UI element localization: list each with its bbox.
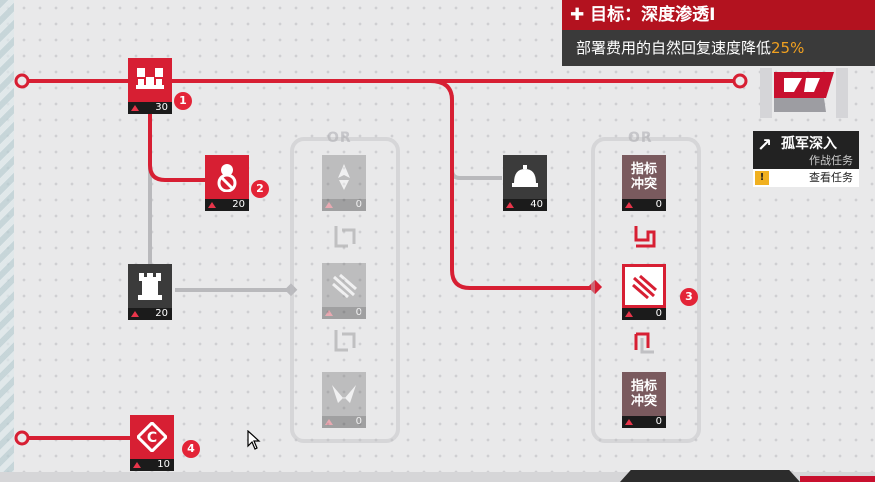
tower-icon xyxy=(128,264,172,308)
node-dome[interactable]: 40 xyxy=(503,155,547,211)
mission-subtitle: 作战任务 xyxy=(809,154,853,167)
node-claw-selected[interactable]: 0 xyxy=(622,264,666,320)
left-edge-decoration xyxy=(0,0,14,482)
or-label-left: OR xyxy=(327,130,352,146)
chess-pieces-icon xyxy=(128,58,172,102)
plus-icon: ✚ xyxy=(570,5,591,25)
mouse-cursor-icon xyxy=(247,429,261,454)
mission-title: 孤军深入 xyxy=(781,136,837,152)
node-cost: 0 xyxy=(322,199,366,211)
dome-icon xyxy=(503,155,547,199)
node-cost: 0 xyxy=(622,416,666,428)
node-forbidden-operator[interactable]: 20 xyxy=(205,155,249,211)
node-cost: 40 xyxy=(503,199,547,211)
node-cost: 20 xyxy=(128,308,172,320)
mission-header: ↗ 孤军深入 作战任务 xyxy=(753,131,859,169)
node-tower[interactable]: 20 xyxy=(128,264,172,320)
mission-card[interactable]: ↗ 孤军深入 作战任务 ! 查看任务 xyxy=(753,131,859,189)
goal-panel: ✚ 目标：深度渗透I 部署费用的自然回复速度降低25% xyxy=(562,0,875,66)
node-faded-2: 0 xyxy=(322,263,366,319)
node-start-bottom[interactable]: C 10 xyxy=(130,415,174,471)
node-faded-3: 0 xyxy=(322,372,366,428)
node-badge-3: 3 xyxy=(680,288,698,306)
indicator-conflict-label: 指标 冲突 xyxy=(622,372,666,416)
node-cost: 20 xyxy=(205,199,249,211)
node-cost: 10 xyxy=(130,459,174,471)
or-group-right xyxy=(591,137,701,443)
node-cost: 0 xyxy=(622,308,666,320)
indicator-conflict-label: 指标 冲突 xyxy=(622,155,666,199)
node-badge-4: 4 xyxy=(182,440,200,458)
node-indicator-conflict-bottom[interactable]: 指标 冲突 0 xyxy=(622,372,666,428)
node-badge-1: 1 xyxy=(174,92,192,110)
bottom-center-tab xyxy=(620,470,800,482)
c-emblem-icon: C xyxy=(130,415,174,459)
node-cost: 0 xyxy=(622,199,666,211)
view-mission-button[interactable]: ! 查看任务 xyxy=(753,169,859,187)
rocket-icon xyxy=(322,155,366,199)
node-cost: 30 xyxy=(128,102,172,114)
node-badge-2: 2 xyxy=(251,180,269,198)
claw-icon xyxy=(322,263,366,307)
bottom-right-accent xyxy=(800,476,875,482)
svg-text:C: C xyxy=(147,430,157,446)
goal-description: 部署费用的自然回复速度降低25% xyxy=(562,30,875,66)
or-label-right: OR xyxy=(628,130,653,146)
claw-icon xyxy=(622,264,666,308)
forbidden-person-icon xyxy=(205,155,249,199)
or-group-left xyxy=(290,137,400,443)
node-faded-1: 0 xyxy=(322,155,366,211)
arrow-up-right-icon: ↗ xyxy=(757,135,773,156)
node-cost: 0 xyxy=(322,307,366,319)
goal-percent: 25% xyxy=(771,39,805,57)
wing-icon xyxy=(322,372,366,416)
end-flag-icon xyxy=(754,58,854,128)
node-indicator-conflict-top[interactable]: 指标 冲突 0 xyxy=(622,155,666,211)
node-unit-group[interactable]: 30 xyxy=(128,58,172,114)
bottom-bar xyxy=(0,472,875,482)
warning-icon: ! xyxy=(755,171,769,185)
node-cost: 0 xyxy=(322,416,366,428)
goal-title: ✚ 目标：深度渗透I xyxy=(562,0,875,30)
